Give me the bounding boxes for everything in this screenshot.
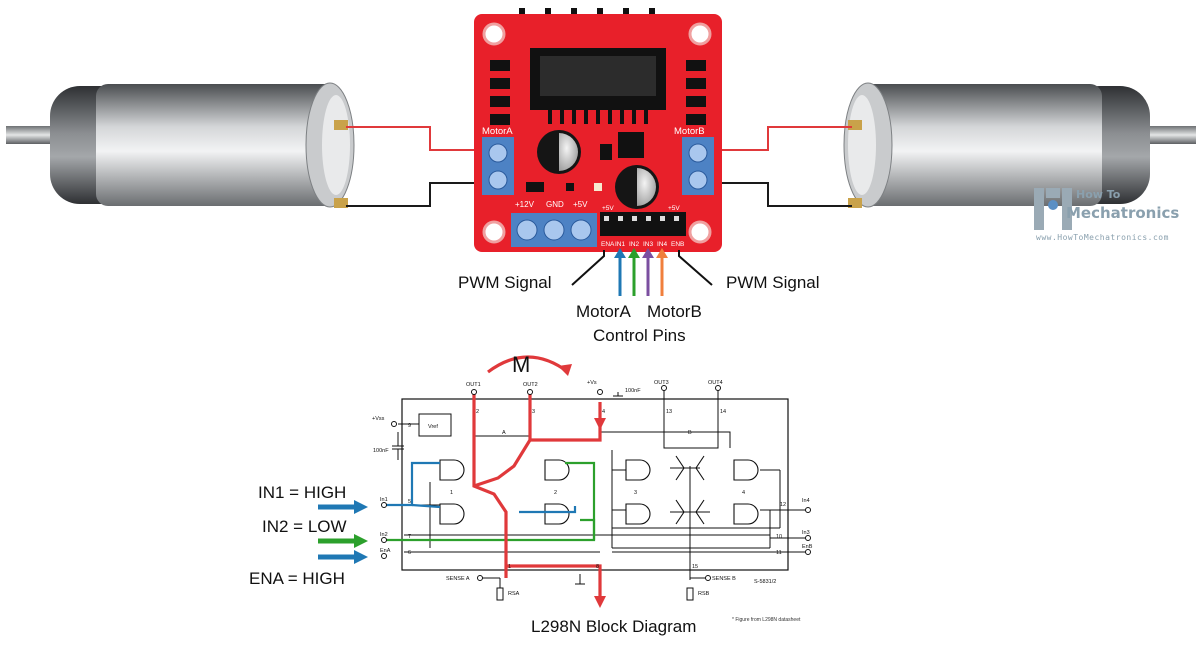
pin-out4: OUT4 (708, 380, 723, 386)
plus5v-left: +5V (602, 205, 614, 212)
motor-symbol: M (512, 352, 531, 377)
pin-out2: OUT2 (523, 382, 538, 388)
brand-logo (1034, 188, 1072, 230)
power-pin-12v: +12V (515, 200, 535, 209)
gate-number: 4 (742, 490, 745, 496)
pin-number: 5 (408, 499, 411, 505)
brand-line1: How To (1076, 188, 1121, 201)
pwm-signal-left-label: PWM Signal (458, 273, 552, 292)
control-signal-arrows (571, 248, 713, 296)
datasheet-footnote: * Figure from L298N datasheet (732, 617, 801, 623)
ctrl-pin-ena: ENA (601, 241, 615, 248)
pin-number: 2 (476, 409, 479, 415)
pwm-signal-right-label: PWM Signal (726, 273, 820, 292)
in2-state-label: IN2 = LOW (262, 517, 347, 536)
pin-vs: +Vs (587, 380, 597, 386)
ctrl-pin-in2: IN2 (629, 241, 640, 248)
pin-number: 14 (720, 409, 726, 415)
in1-state-label: IN1 = HIGH (258, 483, 347, 502)
pin-out1: OUT1 (466, 382, 481, 388)
pin-in3: In3 (802, 530, 810, 536)
pin-number: 4 (602, 409, 605, 415)
gate-number: 2 (554, 490, 557, 496)
pin-number: 1 (508, 564, 511, 570)
pin-ena: EnA (380, 548, 391, 554)
ctrl-pin-in4: IN4 (657, 241, 668, 248)
ctrl-pin-in3: IN3 (643, 241, 654, 248)
power-pin-gnd: GND (546, 200, 564, 209)
motor-b-control-label: MotorB (647, 302, 702, 321)
ctrl-pin-in1: IN1 (615, 241, 626, 248)
motor-wires (346, 126, 852, 207)
pin-out3: OUT3 (654, 380, 669, 386)
cap-top: 100nF (625, 388, 641, 394)
control-pins-label: Control Pins (593, 326, 686, 345)
input-arrows (318, 500, 368, 564)
l298n-board: MotorA MotorB +12V GND +5V +5V +5V ENA I… (474, 8, 722, 252)
bridge-b: B (688, 430, 692, 436)
sense-b: SENSE B (712, 576, 736, 582)
pin-number: 13 (666, 409, 672, 415)
power-pin-5v: +5V (573, 200, 588, 209)
pin-number: 3 (532, 409, 535, 415)
vref-label: Vref (428, 424, 438, 430)
motor-a-control-label: MotorA (576, 302, 631, 321)
gate-number: 1 (450, 490, 453, 496)
pin-number: 10 (776, 534, 782, 540)
pin-number: 7 (408, 534, 411, 540)
right-motor (843, 82, 1196, 208)
l298n-block-diagram: OUT1 OUT2 +Vs 100nF OUT3 OUT4 +Vss 100nF… (318, 355, 813, 623)
cap-left: 100nF (373, 448, 389, 454)
diagram-title: L298N Block Diagram (531, 617, 697, 636)
motor-b-board-label: MotorB (674, 126, 705, 137)
pin-in1: In1 (380, 497, 388, 503)
rsa: RSA (508, 591, 520, 597)
bridge-a: A (502, 430, 506, 436)
left-motor (6, 82, 355, 208)
rsb: RSB (698, 591, 710, 597)
brand-line2: Mechatronics (1066, 204, 1180, 222)
brand-url: www.HowToMechatronics.com (1036, 233, 1169, 242)
diagram-code: S-5831/2 (754, 579, 776, 585)
pin-number: 11 (776, 550, 782, 556)
gate-number: 3 (634, 490, 637, 496)
sense-a: SENSE A (446, 576, 470, 582)
pin-number: 12 (780, 502, 786, 508)
pin-in2: In2 (380, 532, 388, 538)
pin-number: 15 (692, 564, 698, 570)
ena-state-label: ENA = HIGH (249, 569, 345, 588)
pin-vss: +Vss (372, 416, 385, 422)
pin-in4: In4 (802, 498, 810, 504)
pin-number: 6 (408, 550, 411, 556)
pin-enb: EnB (802, 544, 813, 550)
pin-number: 9 (408, 423, 411, 429)
pin-number: 8 (596, 564, 599, 570)
plus5v-right: +5V (668, 205, 680, 212)
ctrl-pin-enb: ENB (671, 241, 684, 248)
motor-a-board-label: MotorA (482, 126, 513, 137)
